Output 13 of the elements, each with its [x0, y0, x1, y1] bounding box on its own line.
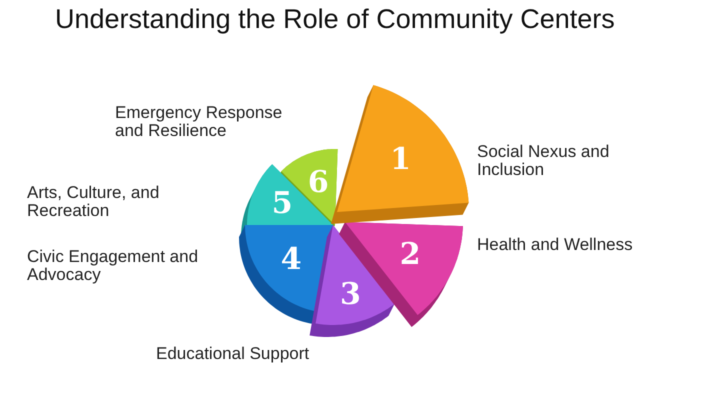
slice-number: 5 — [270, 186, 294, 221]
slice-number: 4 — [280, 243, 303, 278]
slice-label: Health and Wellness — [477, 236, 634, 254]
slice-label: Emergency Response and Resilience — [115, 104, 284, 140]
slice-number: 3 — [338, 278, 362, 312]
slice-label: Social Nexus and Inclusion — [477, 143, 610, 179]
slice-number: 6 — [306, 166, 330, 200]
slice-label: Arts, Culture, and Recreation — [27, 184, 160, 220]
slice-label: Educational Support — [156, 345, 310, 363]
slice-number: 1 — [389, 143, 412, 178]
slice-number: 2 — [398, 238, 422, 272]
slice-label: Civic Engagement and Advocacy — [27, 248, 200, 284]
diagram-title: Understanding the Role of Community Centers — [55, 3, 615, 35]
